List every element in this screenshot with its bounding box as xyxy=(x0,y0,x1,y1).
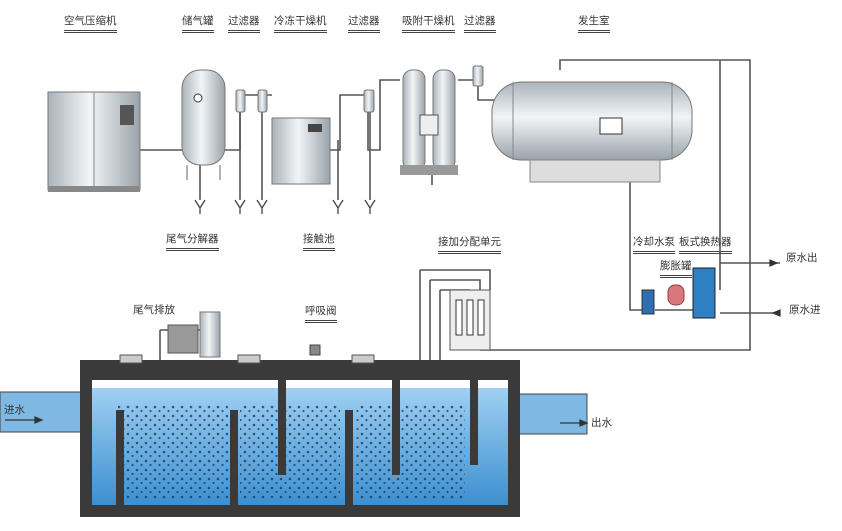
breather-valve xyxy=(309,344,321,356)
flow-arrows xyxy=(5,259,781,427)
label-water-inlet: 进水 xyxy=(4,404,25,416)
off-gas-destructor xyxy=(167,311,221,358)
dosing-distribution-unit xyxy=(449,289,491,351)
label-expansion-tank: 膨胀罐 xyxy=(660,260,692,278)
expansion-tank xyxy=(667,284,685,306)
label-raw-water-out: 原水出 xyxy=(786,252,818,264)
label-air-tank: 储气罐 xyxy=(182,15,214,33)
drain-symbols xyxy=(194,199,376,214)
label-water-outlet: 出水 xyxy=(591,417,612,429)
inlet-pipe xyxy=(0,391,96,433)
air-compressor xyxy=(47,91,141,192)
label-cooling-water-pump: 冷却水泵 xyxy=(633,236,675,254)
label-filter-3: 过滤器 xyxy=(464,15,496,33)
air-tank xyxy=(181,69,226,180)
label-plate-heat-exchanger: 板式换热器 xyxy=(679,236,732,254)
ozone-generator-chamber xyxy=(491,81,693,183)
label-freeze-dryer: 冷冻干燥机 xyxy=(274,15,327,33)
label-off-gas-destructor: 尾气分解器 xyxy=(166,233,219,251)
label-filter-1: 过滤器 xyxy=(228,15,260,33)
label-filter-2: 过滤器 xyxy=(348,15,380,33)
adsorption-dryer xyxy=(400,69,458,175)
label-off-gas-discharge: 尾气排放 xyxy=(133,304,175,316)
cooling-water-pump xyxy=(641,289,655,315)
outlet-pipe xyxy=(511,393,588,435)
label-contact-tank: 接触池 xyxy=(303,233,335,251)
label-raw-water-in: 原水进 xyxy=(789,304,821,316)
label-adsorption-dryer: 吸附干燥机 xyxy=(402,15,455,33)
contact-tank xyxy=(0,354,588,517)
filters xyxy=(235,65,484,113)
freeze-dryer xyxy=(271,117,331,185)
label-generator-chamber: 发生室 xyxy=(578,15,610,33)
plate-heat-exchanger xyxy=(692,267,716,319)
label-breather-valve: 呼吸阀 xyxy=(305,305,337,323)
label-dosing-unit: 接加分配单元 xyxy=(438,236,501,254)
label-air-compressor: 空气压缩机 xyxy=(64,15,117,33)
